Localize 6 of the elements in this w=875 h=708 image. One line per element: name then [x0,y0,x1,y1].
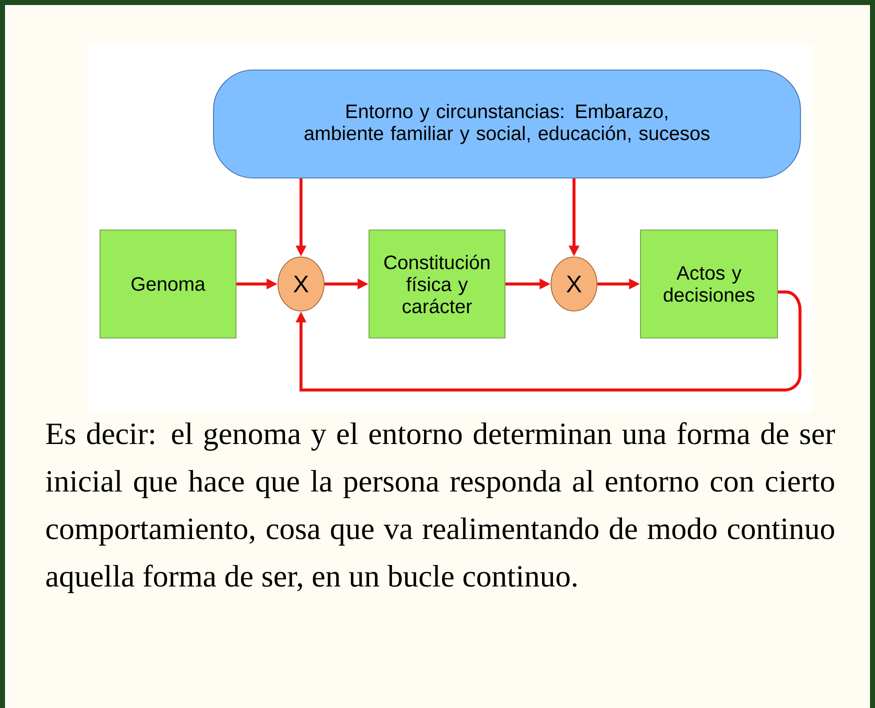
arrow [296,290,802,392]
rounded-box: Entorno y circunstancias: Embarazo, ambiente familiar y social, educación, sucesos [213,70,801,178]
process-box: Genoma [100,230,236,338]
process-box: Constitución física y carácter [368,230,506,338]
caption-text: Es decir: el genoma y el entorno determinan una forma de ser inicial que hace que la persona responda al entorno con cierto comportamiento, cosa que va realimentando de modo continuo aquella forma de ser, en un bucle continuo. [46,422,836,594]
process-box: Actos y decisiones [640,230,778,338]
